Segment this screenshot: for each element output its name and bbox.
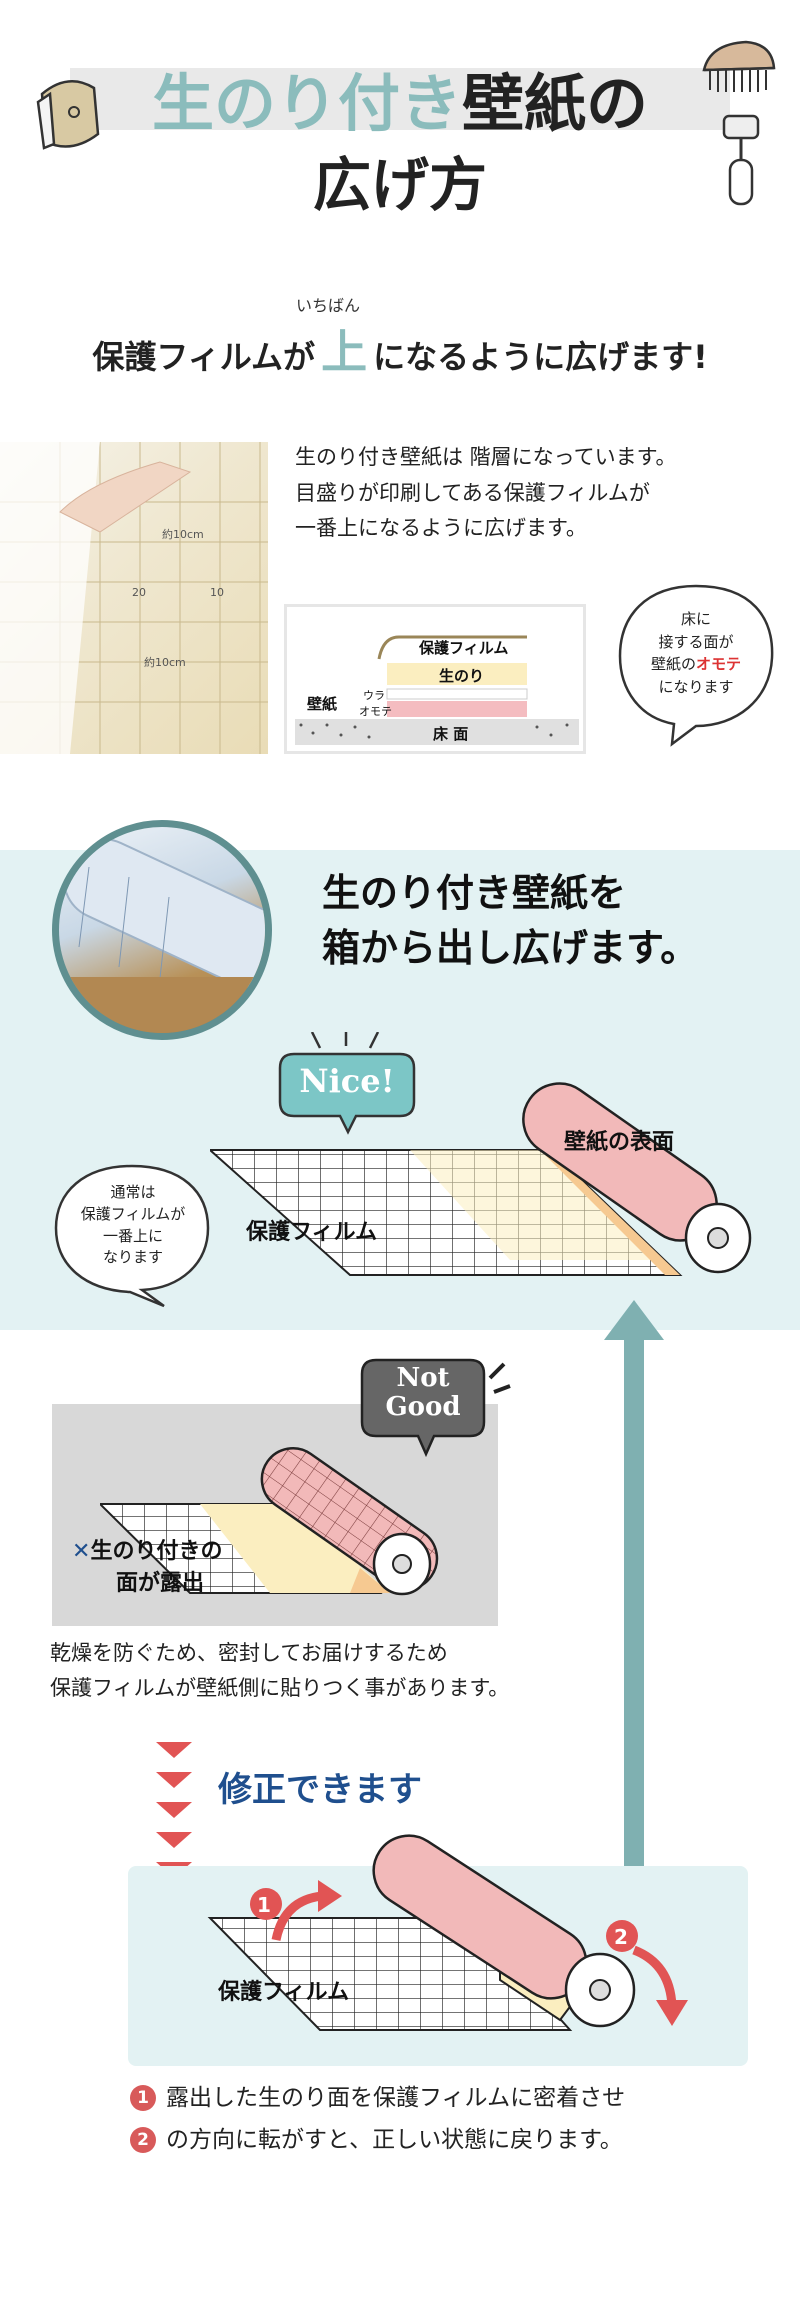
brush-roller-icon: [702, 40, 776, 206]
layer-label-front: オモテ: [359, 705, 392, 718]
fix-num-2: 2: [614, 1925, 628, 1949]
photo-mark: 10: [210, 586, 224, 599]
bubble-line: 壁紙の: [650, 655, 696, 673]
unbox-heading: 生のり付き壁紙を 箱から出し広げます。: [322, 866, 698, 976]
step-2: 2 の方向に転がすと、正しい状態に戻ります。: [130, 2124, 623, 2156]
fix-num-1: 1: [257, 1893, 271, 1917]
layer-label-back: ウラ: [363, 689, 385, 702]
normal-note-bubble: 通常は 保護フィルムが 一番上に なります: [48, 1158, 218, 1308]
floor-note-bubble: 床に 接する面が 壁紙のオモテ になります: [612, 578, 780, 750]
step-number: 1: [130, 2085, 156, 2111]
layer-label-glue: 生のり: [439, 667, 485, 685]
page-title: 生のり付き壁紙の: [0, 68, 800, 139]
normal-bubble-line: 一番上に: [102, 1226, 163, 1245]
layer-label-film: 保護フィルム: [419, 639, 509, 657]
photo-mark: 約10cm: [144, 656, 186, 669]
page-title-line2: 広げ方: [312, 151, 487, 219]
unbox-heading-line1: 生のり付き壁紙を: [322, 871, 627, 915]
step-number: 2: [130, 2127, 156, 2153]
bubble-line: 床に: [680, 610, 711, 628]
headline: 保護フィルムが上になるように広げます!: [0, 316, 800, 382]
normal-bubble-line: 保護フィルムが: [80, 1204, 186, 1223]
intro-line: 生のり付き壁紙は 階層になっています。: [295, 445, 677, 469]
x-mark-icon: ✕: [72, 1539, 91, 1564]
headline-before: 保護フィルムが: [92, 338, 316, 376]
surface-label: 壁紙の表面: [564, 1130, 675, 1155]
fix-film-label: 保護フィルム: [218, 1980, 350, 2005]
photo-mark: 約10cm: [162, 528, 204, 541]
step-text: の方向に転がすと、正しい状態に戻ります。: [166, 2127, 623, 2153]
nice-badge: Nice!: [272, 1032, 422, 1142]
nice-text: Nice!: [299, 1062, 395, 1100]
normal-bubble-line: 通常は: [110, 1183, 156, 1201]
not-good-description: 乾燥を防ぐため、密封してお届けするため 保護フィルムが壁紙側に貼りつく事がありま…: [50, 1636, 610, 1705]
wrong-roll-illustration: [100, 1446, 439, 1596]
bubble-line: になります: [658, 677, 734, 696]
film-photo: 約10cm 20 10 約10cm: [0, 442, 268, 754]
description-line: 乾燥を防ぐため、密封してお届けするため: [50, 1641, 448, 1665]
boxed-roll-photo: [52, 820, 272, 1040]
not-good-line1: Not: [396, 1363, 450, 1393]
title-band: [70, 68, 730, 130]
step-text: 露出した生のり面を保護フィルムに密着させ: [166, 2085, 626, 2111]
exposed-glue-label: ✕生のり付きの 面が露出: [72, 1536, 222, 1600]
exposed-label-line1: 生のり付きの: [90, 1539, 223, 1564]
headline-after: になるように広げます!: [373, 338, 708, 376]
ruby-reading: いちばん: [296, 296, 361, 315]
normal-bubble-line: なります: [102, 1248, 163, 1267]
not-good-line2: Good: [385, 1391, 461, 1422]
not-good-badge: Not Good: [352, 1350, 512, 1460]
step-1: 1 露出した生のり面を保護フィルムに密着させ: [130, 2082, 625, 2114]
film-label: 保護フィルム: [246, 1220, 378, 1245]
fix-heading: 修正できます: [218, 1770, 422, 1810]
unbox-heading-line2: 箱から出し広げます。: [322, 926, 699, 971]
layer-diagram: 保護フィルム 生のり 壁紙 ウラ オモテ 床 面: [284, 604, 586, 754]
intro-text: 生のり付き壁紙は 階層になっています。 目盛りが印刷してある保護フィルムが 一番…: [295, 440, 775, 547]
bubble-line: 接する面が: [658, 632, 734, 651]
headline-emphasis: 上: [321, 325, 368, 379]
title-part2: 壁紙の: [462, 67, 649, 140]
bubble-emphasis: オモテ: [696, 655, 742, 673]
layer-label-wallpaper: 壁紙: [307, 695, 338, 713]
up-arrow-icon: [604, 1300, 664, 1890]
intro-line: 目盛りが印刷してある保護フィルムが: [295, 480, 650, 505]
correct-roll-illustration: [210, 1082, 752, 1276]
title-part1: 生のり付き: [151, 67, 462, 140]
intro-line: 一番上になるように広げます。: [295, 516, 587, 541]
exposed-label-line2: 面が露出: [116, 1570, 205, 1596]
photo-mark: 20: [132, 586, 146, 599]
fix-roll-illustration: [207, 1834, 688, 2031]
layer-label-floor: 床 面: [433, 725, 469, 743]
description-line: 保護フィルムが壁紙側に貼りつく事があります。: [50, 1675, 510, 1700]
scraper-icon: [36, 80, 100, 150]
